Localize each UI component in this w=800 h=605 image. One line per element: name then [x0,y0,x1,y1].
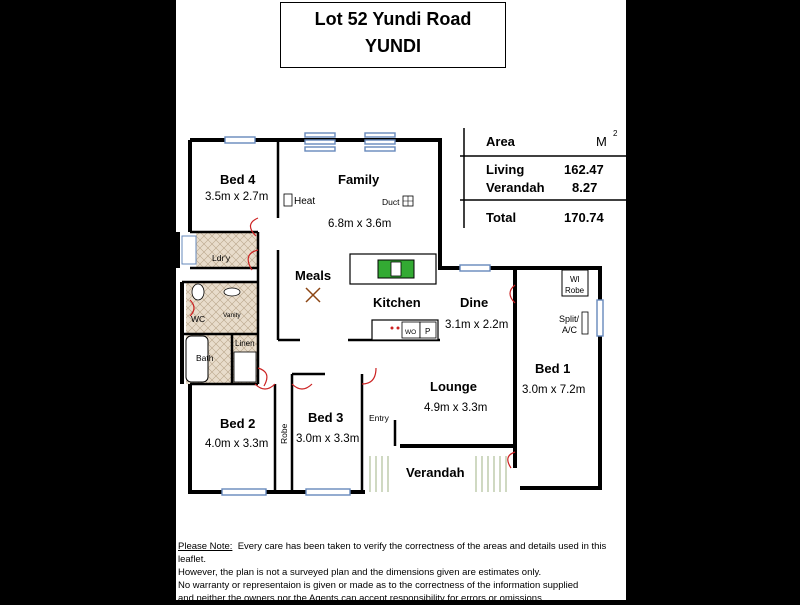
toilet-icon [191,283,205,301]
duct-grid [403,196,413,206]
sink-bowl [390,261,402,277]
area-header: Area [486,134,515,149]
suburb-line: YUNDI [364,36,421,56]
heater-icon [283,193,293,207]
family-label: Family [338,172,380,187]
wc-label: WC [191,314,205,324]
disclaimer-line-4: and neither the owners nor the Agents ca… [178,593,545,604]
living-value: 162.47 [564,162,604,177]
heat-label: Heat [294,196,315,207]
unit-superscript: 2 [613,129,618,138]
total-value: 170.74 [564,210,604,225]
family-size: 6.8m x 3.6m [328,218,391,230]
bed2-label: Bed 2 [220,416,255,431]
bed3-size: 3.0m x 3.3m [296,433,359,445]
verandah-area-label: Verandah [486,180,545,195]
basin-icon [223,287,241,297]
table-cross-icon [305,287,321,303]
bathtub [185,335,209,383]
dine-label: Dine [460,295,488,310]
living-label: Living [486,162,525,177]
dine-size: 3.1m x 2.2m [445,319,508,331]
bed4-label: Bed 4 [220,172,256,187]
bath-label: Bath [196,353,214,363]
linen-label: Linen [235,339,255,348]
inner-walls [182,140,440,492]
lounge-label: Lounge [430,379,477,394]
walls [176,138,602,494]
lounge-size: 4.9m x 3.3m [424,402,487,414]
split-ac-unit [581,311,589,335]
verandah-decking [369,456,507,492]
bed1-size: 3.0m x 7.2m [522,384,585,396]
wi-robe-box [561,269,589,297]
unit-header: M [596,134,607,149]
bed2-size: 4.0m x 3.3m [205,438,268,450]
windows [221,132,604,496]
robe-label: Robe [279,423,289,444]
verandah-area-value: 8.27 [572,180,598,195]
door-swings [189,217,516,469]
wall-oven-label: WO [405,329,416,336]
title-box: Lot 52 Yundi Road YUNDI [280,2,506,68]
vanity-label: Vanity [223,312,241,319]
laundry-trough [181,235,197,265]
area-table: Area M 2 Living 162.47 Verandah 8.27 Tot… [460,128,630,232]
laundry-label: Ldr'y [212,253,231,263]
bed4-size: 3.5m x 2.7m [205,191,268,203]
laundry-tiles [196,232,258,268]
kitchen-label: Kitchen [373,295,421,310]
pantry-label: P [425,327,430,336]
area-table-lines [460,128,626,228]
verandah-label: Verandah [406,465,465,480]
bed1-label: Bed 1 [535,361,570,376]
total-label: Total [486,210,517,225]
disclaimer-heading: Please Note: [178,541,233,552]
disclaimer-line-1: Please Note: Every care has been taken t… [178,540,618,566]
bed3-label: Bed 3 [308,410,343,425]
meals-label: Meals [295,268,331,283]
disclaimer-text-1: Every care has been taken to verify the … [178,541,607,565]
entry-label: Entry [369,413,390,423]
split-ac-label-1: Split/ [559,314,580,324]
wi-robe-label-1: WI [570,275,580,284]
duct-label: Duct [382,197,400,207]
disclaimer-line-3: No warranty or representaion is given or… [178,580,579,591]
disclaimer-line-2: However, the plan is not a surveyed plan… [178,567,542,578]
address-line: Lot 52 Yundi Road [314,9,472,29]
disclaimer: Please Note: Every care has been taken t… [178,540,618,604]
split-ac-label-2: A/C [562,325,578,335]
cooktop-icon [390,326,394,330]
cooktop-icon [396,326,400,330]
wi-robe-label-2: Robe [565,286,585,295]
pantry-box [419,321,437,339]
shower-box [233,351,257,383]
